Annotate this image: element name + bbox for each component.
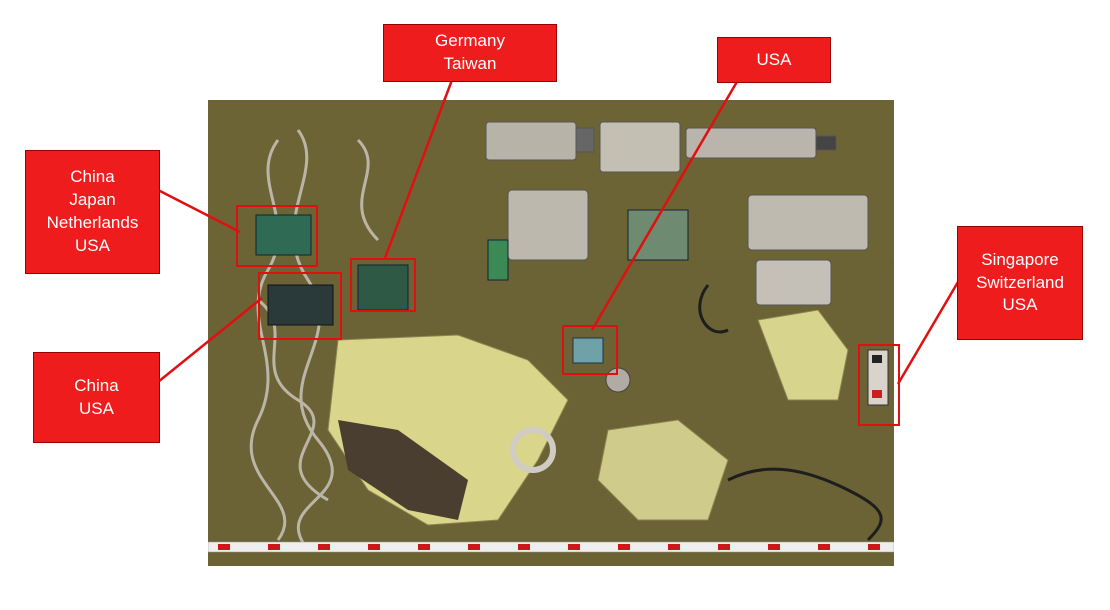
highlight-box-china-japan — [236, 205, 318, 267]
label-singapore-switzerland-usa: Singapore Switzerland USA — [957, 226, 1083, 340]
pcb-5 — [627, 209, 689, 261]
dark-strip — [338, 420, 468, 520]
highlight-box-china-usa — [258, 272, 342, 340]
highlight-box-germany-taiwan — [350, 258, 416, 312]
label-germany-taiwan: Germany Taiwan — [383, 24, 557, 82]
pcb-2 — [357, 264, 409, 311]
wire-bundle — [249, 129, 380, 551]
label-line: Singapore — [981, 249, 1059, 269]
yellow-panel-3 — [757, 309, 849, 401]
debris-photo — [208, 100, 894, 566]
pcb-1 — [255, 214, 312, 256]
highlight-box-usa — [562, 325, 618, 375]
label-line: USA — [75, 235, 110, 255]
highlight-box-singapore — [858, 344, 900, 426]
measuring-ruler — [208, 541, 894, 553]
pointer-singapore — [896, 281, 960, 385]
motor-1 — [485, 121, 595, 161]
label-line: China — [70, 167, 115, 187]
right-housing — [747, 194, 869, 251]
label-line: Japan — [69, 190, 116, 210]
label-line: USA — [756, 49, 792, 69]
label-line: Taiwan — [443, 54, 497, 73]
flange — [510, 427, 556, 473]
debris-illustration — [208, 100, 894, 566]
grey-housing — [507, 189, 589, 261]
label-china-japan-netherlands-usa: China Japan Netherlands USA — [25, 150, 160, 274]
label-china-usa: China USA — [33, 352, 160, 443]
label-line: China — [74, 375, 119, 395]
label-line: Switzerland — [976, 272, 1064, 292]
pcb-4 — [487, 239, 509, 281]
label-line: Netherlands — [46, 213, 139, 232]
label-line: USA — [1002, 295, 1038, 315]
label-line: Germany — [435, 31, 505, 51]
pcb-3 — [267, 284, 334, 326]
yellow-panel-2 — [597, 419, 729, 521]
label-line: USA — [79, 398, 114, 418]
chip-usa — [572, 337, 604, 364]
label-usa-top: USA — [717, 37, 831, 83]
right-housing-2 — [755, 259, 832, 306]
